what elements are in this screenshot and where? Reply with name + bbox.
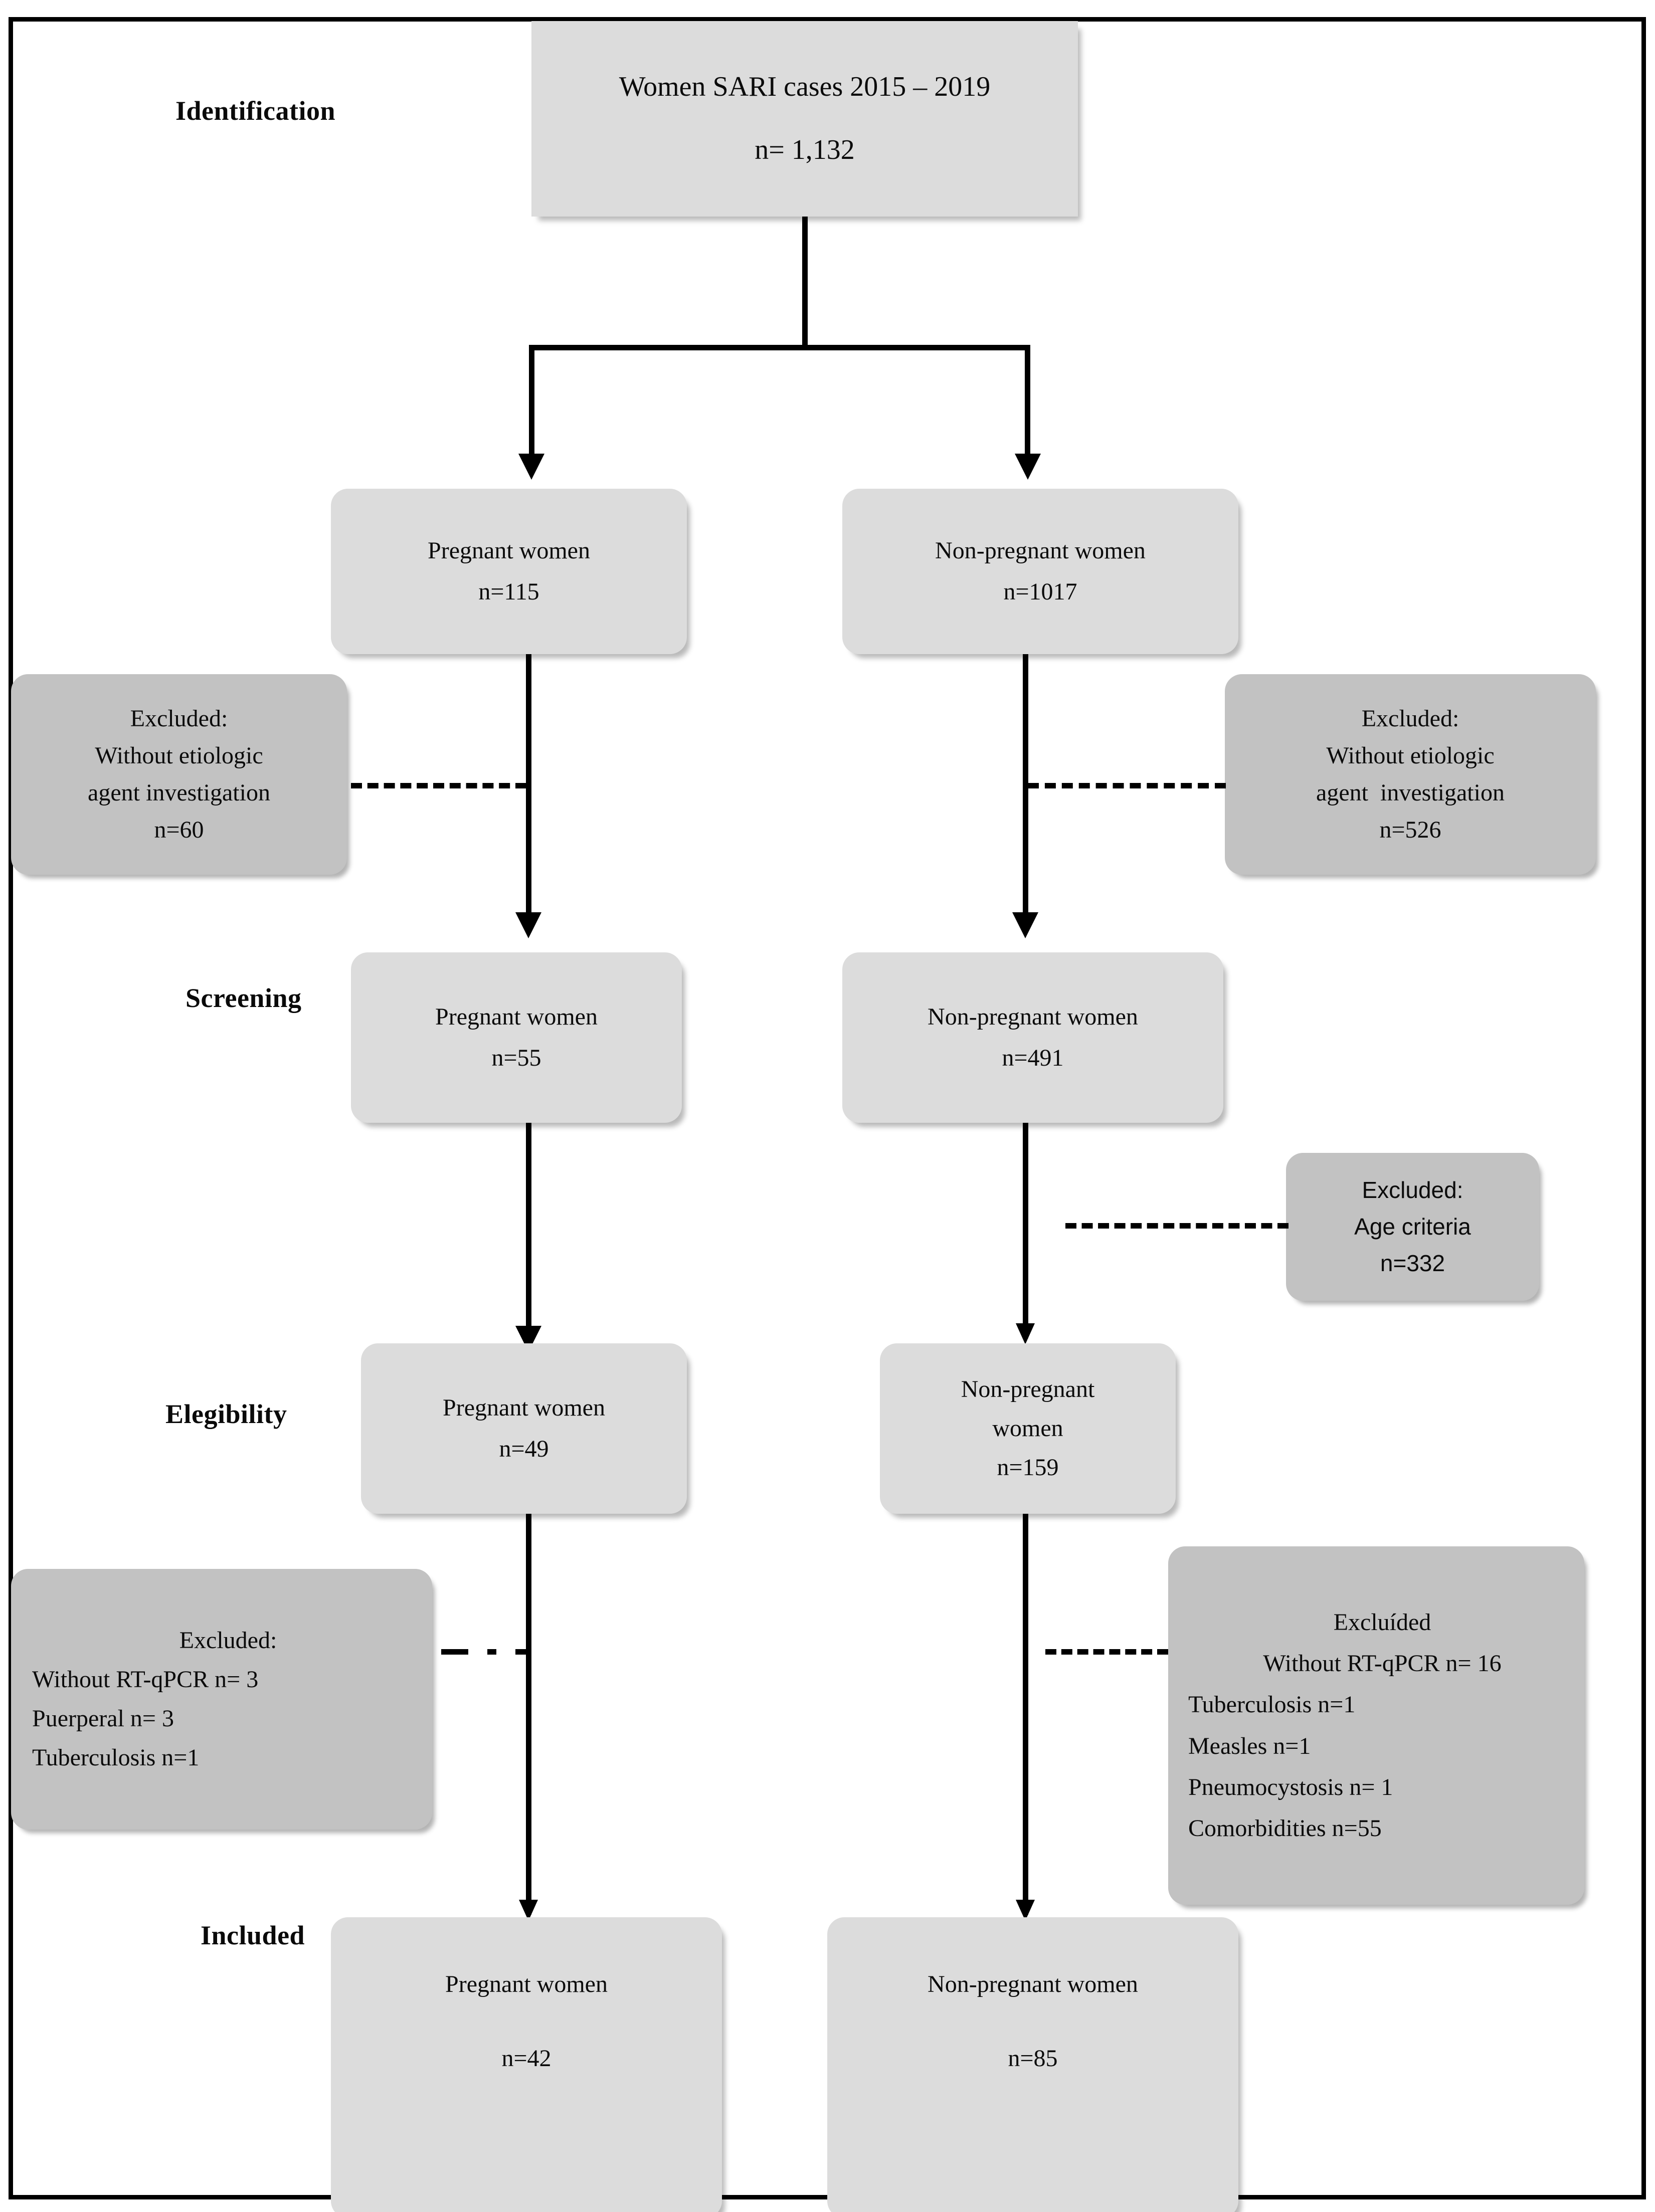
node-line: Comorbidities n=55 (1188, 1815, 1382, 1842)
arrowhead-to-elegibility-non-pregnant (1016, 1323, 1035, 1344)
node-line: Excluíded (1333, 1609, 1431, 1636)
connector-source-split-bar (529, 345, 1030, 350)
node-line: Without etiologic (95, 742, 263, 769)
node-line: n=42 (501, 2045, 551, 2072)
node-line: Excluded: (179, 1627, 277, 1654)
node-line: Tuberculosis n=1 (32, 1744, 200, 1771)
node-line: Pregnant women (428, 537, 590, 564)
node-line: Non-pregnant women (935, 537, 1146, 564)
node-line: n=115 (478, 578, 539, 605)
node-line: Excluded: (130, 705, 228, 732)
node-excluded-age-criteria: Excluded: Age criteria n=332 (1286, 1153, 1539, 1301)
node-line: n=85 (1008, 2045, 1058, 2072)
node-line: Pregnant women (443, 1394, 605, 1421)
node-included-non-pregnant: Non-pregnant women n=85 (827, 1917, 1238, 2212)
node-line: Non-pregnant women (928, 1971, 1138, 1997)
node-line: Measles n=1 (1188, 1732, 1311, 1759)
node-line: Tuberculosis n=1 (1188, 1691, 1356, 1718)
connector-source-to-right (1025, 345, 1030, 465)
node-line: n=55 (491, 1045, 541, 1071)
node-line: women (992, 1415, 1063, 1442)
node-line: agent investigation (1316, 779, 1505, 806)
arrowhead-to-screening-non-pregnant (1012, 912, 1038, 938)
node-line: Without etiologic (1326, 742, 1495, 769)
node-line: agent investigation (88, 779, 270, 806)
node-line: Excluded: (1362, 1176, 1463, 1203)
node-line: Excluded: (1361, 705, 1459, 732)
connector-identification-pregnant-down (526, 654, 531, 920)
arrowhead-to-identification-non-pregnant (1015, 454, 1041, 480)
node-line: n=159 (997, 1454, 1059, 1481)
node-line: Non-pregnant women (928, 1003, 1138, 1030)
node-line: Age criteria (1354, 1213, 1471, 1240)
node-identification-non-pregnant: Non-pregnant women n=1017 (842, 489, 1238, 654)
connector-dashed-excluded-non-pregnant-etio (1028, 783, 1226, 788)
node-line: Pneumocystosis n= 1 (1188, 1773, 1393, 1800)
stage-label-included: Included (201, 1920, 305, 1950)
node-excluded-pregnant-final: Excluded: Without RT-qPCR n= 3 Puerperal… (11, 1569, 432, 1830)
stage-label-elegibility: Elegibility (165, 1399, 287, 1429)
node-women-sari-cases: Women SARI cases 2015 – 2019 n= 1,132 (531, 21, 1078, 217)
connector-elegibility-pregnant-down (526, 1514, 531, 1915)
arrowhead-to-screening-pregnant (515, 912, 541, 938)
node-line: Women SARI cases 2015 – 2019 (619, 71, 991, 103)
arrowhead-to-identification-pregnant (518, 454, 544, 480)
node-line: n= 1,132 (755, 134, 855, 165)
node-line: Pregnant women (445, 1971, 608, 1997)
node-identification-pregnant: Pregnant women n=115 (331, 489, 687, 654)
node-line: n=526 (1379, 817, 1441, 844)
node-line: n=332 (1380, 1250, 1445, 1277)
connector-source-to-left (529, 345, 534, 465)
node-screening-non-pregnant: Non-pregnant women n=491 (842, 952, 1223, 1123)
node-elegibility-non-pregnant: Non-pregnant women n=159 (880, 1343, 1176, 1514)
node-line: Non-pregnant (961, 1375, 1095, 1402)
stage-label-screening: Screening (186, 983, 302, 1013)
node-excluded-non-pregnant-no-etiologic-agent: Excluded: Without etiologic agent invest… (1225, 674, 1596, 875)
stage-label-identification: Identification (175, 96, 336, 126)
node-line: n=491 (1002, 1045, 1064, 1071)
connector-screening-pregnant-down (526, 1123, 531, 1338)
connector-identification-non-pregnant-down (1023, 654, 1028, 920)
connector-screening-non-pregnant-down (1023, 1123, 1028, 1338)
node-line: n=60 (154, 817, 204, 844)
node-line: Pregnant women (435, 1003, 598, 1030)
connector-dashed-excluded-age-criteria (1065, 1223, 1289, 1229)
node-line: Without RT-qPCR n= 3 (32, 1666, 259, 1693)
connector-dashed-excluded-non-pregnant-final (1045, 1649, 1168, 1655)
connector-dashed-excluded-pregnant-etio (351, 783, 526, 788)
node-screening-pregnant: Pregnant women n=55 (351, 952, 682, 1123)
node-line: n=1017 (1003, 578, 1077, 605)
node-excluded-pregnant-no-etiologic-agent: Excluded: Without etiologic agent invest… (11, 674, 347, 875)
node-included-pregnant: Pregnant women n=42 (331, 1917, 722, 2212)
node-line: Without RT-qPCR n= 16 (1263, 1650, 1502, 1677)
node-line: Puerperal n= 3 (32, 1705, 174, 1732)
connector-dashdot-excluded-pregnant-final (441, 1649, 526, 1655)
connector-source-stem (802, 217, 808, 347)
node-excluded-non-pregnant-final: Excluíded Without RT-qPCR n= 16 Tubercul… (1168, 1546, 1584, 1905)
node-elegibility-pregnant: Pregnant women n=49 (361, 1343, 687, 1514)
connector-elegibility-non-pregnant-down (1023, 1514, 1028, 1915)
node-line: n=49 (499, 1436, 549, 1462)
